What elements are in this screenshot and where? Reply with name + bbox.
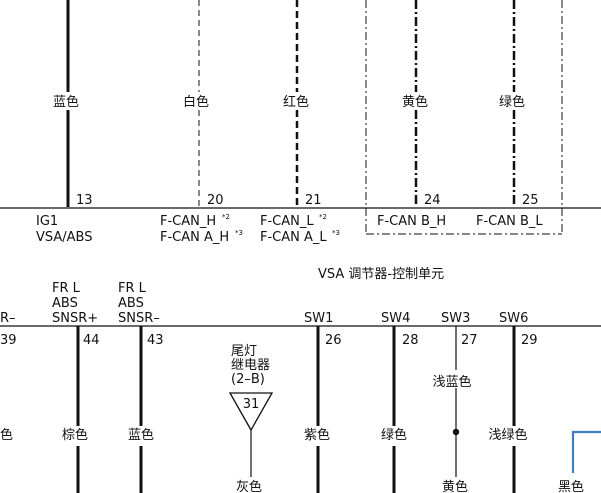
signal-partial-sr: R– — [0, 311, 16, 326]
pin-44: 44 — [83, 333, 100, 348]
wire-label-lightblue: 浅蓝色 — [432, 374, 471, 390]
pin-26: 26 — [325, 333, 342, 348]
signal-fcan-al: F-CAN A_L — [260, 230, 327, 245]
pin-21: 21 — [305, 193, 322, 208]
wire-label-black: 黑色 — [558, 479, 584, 493]
relay-line2: 继电器 — [231, 358, 270, 373]
signal-frl-minus-2: ABS — [118, 296, 144, 311]
wire-label-yellow-24: 黄色 — [402, 94, 428, 110]
signal-fcan-l: F-CAN_L — [260, 214, 314, 229]
pin-25: 25 — [522, 193, 539, 208]
signal-sw6: SW6 — [499, 311, 528, 326]
unit-title: VSA 调节器-控制单元 — [318, 267, 444, 282]
pin-20: 20 — [207, 193, 224, 208]
blue-ground-bracket — [571, 430, 601, 473]
signal-frl-minus-1: FR L — [118, 281, 147, 296]
wire-label-green-lower: 绿色 — [381, 427, 407, 443]
signal-frl-plus-1: FR L — [52, 281, 81, 296]
signal-frl-plus-2: ABS — [52, 296, 78, 311]
signal-fcan-al-note: *3 — [332, 229, 340, 237]
wire-label-lightgreen: 浅绿色 — [488, 427, 527, 443]
signal-fcan-ah-note: *3 — [235, 229, 243, 237]
signal-sw3: SW3 — [441, 311, 470, 326]
signal-sw4: SW4 — [381, 311, 410, 326]
wire-label-blue-lower: 蓝色 — [128, 427, 154, 443]
signal-fcan-ah: F-CAN A_H — [160, 230, 229, 245]
wire-label-blue-13: 蓝色 — [53, 94, 79, 110]
signal-frl-minus-3: SNSR– — [118, 311, 160, 326]
signal-fcan-h-note: *2 — [222, 213, 230, 221]
signal-vsa-abs: VSA/ABS — [36, 230, 93, 245]
signal-ig1: IG1 — [36, 214, 58, 229]
signal-frl-plus-3: SNSR+ — [52, 311, 98, 326]
pin-24: 24 — [424, 193, 441, 208]
pin-43: 43 — [147, 333, 164, 348]
wire-label-red-21: 红色 — [283, 94, 309, 110]
wire-label-green-25: 绿色 — [499, 94, 525, 110]
pin-27: 27 — [461, 333, 478, 348]
signal-fcan-h: F-CAN_H — [160, 214, 216, 229]
pin-28: 28 — [402, 333, 419, 348]
wire-label-brown: 棕色 — [62, 427, 88, 443]
wire-label-yellow-lower: 黄色 — [442, 479, 468, 493]
pin-29: 29 — [521, 333, 538, 348]
signal-sw1: SW1 — [304, 311, 333, 326]
signal-fcan-bl: F-CAN B_L — [476, 214, 543, 229]
signal-fcan-l-note: *2 — [319, 213, 327, 221]
relay-connector-triangle — [228, 392, 274, 432]
wire-label-white-20: 白色 — [183, 94, 209, 110]
splice-point — [452, 428, 460, 436]
relay-pin-31: 31 — [243, 397, 260, 412]
pin-13: 13 — [76, 193, 93, 208]
wire-label-gray: 灰色 — [236, 479, 262, 493]
wire-label-partial-left: 色 — [0, 427, 13, 443]
relay-line1: 尾灯 — [231, 344, 257, 359]
pin-39: 39 — [0, 333, 17, 348]
relay-line3: (2–B) — [231, 372, 265, 387]
wire-label-purple: 紫色 — [304, 427, 330, 443]
signal-fcan-bh: F-CAN B_H — [377, 214, 446, 229]
